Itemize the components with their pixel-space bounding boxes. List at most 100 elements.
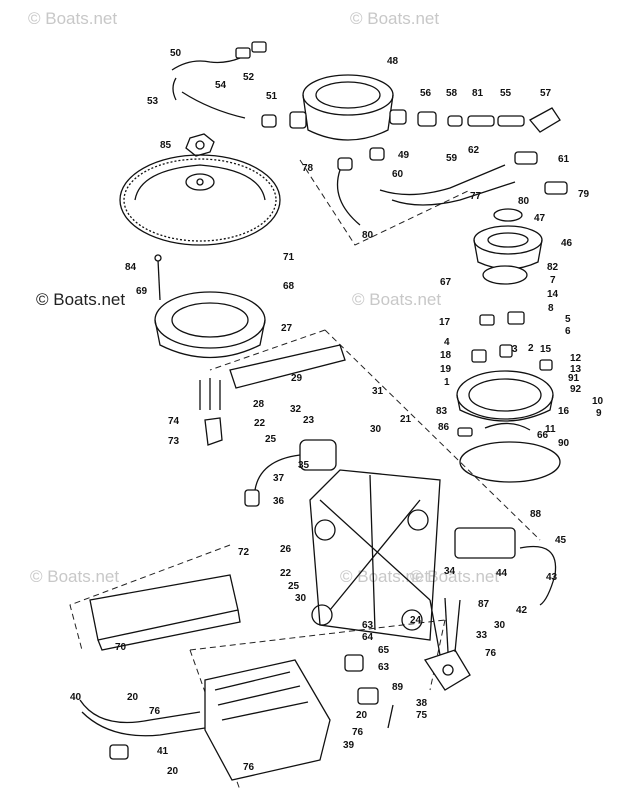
callout-label[interactable]: 70	[115, 642, 127, 653]
callout-label[interactable]: 87	[478, 599, 490, 610]
callout-label[interactable]: 20	[167, 766, 179, 777]
callout-label[interactable]: 54	[215, 80, 227, 91]
callout-label[interactable]: 55	[500, 88, 512, 99]
callout-label[interactable]: 35	[298, 460, 310, 471]
callout-label[interactable]: 28	[253, 399, 265, 410]
callout-label[interactable]: 4	[444, 337, 450, 348]
callout-label[interactable]: 67	[440, 277, 452, 288]
callout-label[interactable]: 86	[438, 422, 450, 433]
callout-label[interactable]: 85	[160, 140, 172, 151]
callout-label[interactable]: 63	[362, 620, 374, 631]
callout-label[interactable]: 82	[547, 262, 559, 273]
callout-label[interactable]: 63	[378, 662, 390, 673]
callout-label[interactable]: 90	[558, 438, 570, 449]
callout-label[interactable]: 42	[516, 605, 528, 616]
callout-label[interactable]: 34	[444, 566, 456, 577]
callout-label[interactable]: 81	[472, 88, 484, 99]
callout-label[interactable]: 40	[70, 692, 82, 703]
callout-label[interactable]: 45	[555, 535, 567, 546]
callout-label[interactable]: 79	[578, 189, 590, 200]
callout-label[interactable]: 49	[398, 150, 410, 161]
callout-label[interactable]: 74	[168, 416, 180, 427]
callout-label[interactable]: 47	[534, 213, 546, 224]
callout-label[interactable]: 8	[548, 303, 554, 314]
callout-label[interactable]: 71	[283, 252, 295, 263]
callout-label[interactable]: 91	[568, 373, 580, 384]
callout-label[interactable]: 73	[168, 436, 180, 447]
callout-label[interactable]: 38	[416, 698, 428, 709]
callout-label[interactable]: 16	[558, 406, 570, 417]
callout-label[interactable]: 89	[392, 682, 404, 693]
callout-label[interactable]: 20	[356, 710, 368, 721]
callout-label[interactable]: 68	[283, 281, 295, 292]
callout-label[interactable]: 80	[362, 230, 374, 241]
callout-label[interactable]: 15	[540, 344, 552, 355]
callout-label[interactable]: 19	[440, 364, 452, 375]
callout-label[interactable]: 48	[387, 56, 399, 67]
callout-label[interactable]: 80	[518, 196, 530, 207]
callout-label[interactable]: 76	[243, 762, 255, 773]
callout-label[interactable]: 27	[281, 323, 293, 334]
callout-label[interactable]: 20	[127, 692, 139, 703]
callout-label[interactable]: 31	[372, 386, 384, 397]
callout-label[interactable]: 3	[512, 344, 518, 355]
callout-label[interactable]: 83	[436, 406, 448, 417]
callout-label[interactable]: 10	[592, 396, 604, 407]
callout-label[interactable]: 14	[547, 289, 559, 300]
callout-label[interactable]: 30	[370, 424, 382, 435]
callout-label[interactable]: 30	[295, 593, 307, 604]
callout-label[interactable]: 59	[446, 153, 458, 164]
callout-label[interactable]: 24	[410, 615, 422, 626]
callout-label[interactable]: 23	[303, 415, 315, 426]
callout-label[interactable]: 12	[570, 353, 582, 364]
callout-label[interactable]: 29	[291, 373, 303, 384]
callout-label[interactable]: 61	[558, 154, 570, 165]
callout-label[interactable]: 78	[302, 163, 314, 174]
callout-label[interactable]: 37	[273, 473, 285, 484]
callout-label[interactable]: 69	[136, 286, 148, 297]
callout-label[interactable]: 84	[125, 262, 137, 273]
callout-label[interactable]: 62	[468, 145, 480, 156]
callout-label[interactable]: 44	[496, 568, 508, 579]
callout-label[interactable]: 7	[550, 275, 556, 286]
callout-label[interactable]: 9	[596, 408, 602, 419]
callout-label[interactable]: 17	[439, 317, 451, 328]
callout-label[interactable]: 43	[546, 572, 558, 583]
callout-label[interactable]: 72	[238, 547, 250, 558]
callout-label[interactable]: 22	[280, 568, 292, 579]
callout-label[interactable]: 13	[570, 364, 582, 375]
callout-label[interactable]: 46	[561, 238, 573, 249]
callout-label[interactable]: 2	[528, 343, 534, 354]
callout-label[interactable]: 21	[400, 414, 412, 425]
callout-label[interactable]: 25	[288, 581, 300, 592]
callout-label[interactable]: 36	[273, 496, 285, 507]
callout-label[interactable]: 77	[470, 191, 482, 202]
callout-label[interactable]: 76	[485, 648, 497, 659]
callout-label[interactable]: 11	[545, 424, 556, 435]
callout-label[interactable]: 25	[265, 434, 277, 445]
callout-label[interactable]: 64	[362, 632, 374, 643]
callout-label[interactable]: 65	[378, 645, 390, 656]
callout-label[interactable]: 53	[147, 96, 159, 107]
callout-label[interactable]: 60	[392, 169, 404, 180]
callout-label[interactable]: 58	[446, 88, 458, 99]
callout-label[interactable]: 52	[243, 72, 255, 83]
callout-label[interactable]: 32	[290, 404, 302, 415]
callout-label[interactable]: 66	[537, 430, 549, 441]
callout-label[interactable]: 18	[440, 350, 452, 361]
callout-label[interactable]: 30	[494, 620, 506, 631]
callout-label[interactable]: 22	[254, 418, 266, 429]
callout-label[interactable]: 57	[540, 88, 552, 99]
callout-label[interactable]: 51	[266, 91, 278, 102]
callout-label[interactable]: 1	[444, 377, 450, 388]
callout-label[interactable]: 76	[352, 727, 364, 738]
callout-label[interactable]: 41	[157, 746, 169, 757]
callout-label[interactable]: 50	[170, 48, 182, 59]
callout-label[interactable]: 56	[420, 88, 432, 99]
callout-label[interactable]: 26	[280, 544, 292, 555]
callout-label[interactable]: 6	[565, 326, 571, 337]
callout-label[interactable]: 76	[149, 706, 161, 717]
callout-label[interactable]: 33	[476, 630, 488, 641]
callout-label[interactable]: 75	[416, 710, 428, 721]
callout-label[interactable]: 92	[570, 384, 582, 395]
